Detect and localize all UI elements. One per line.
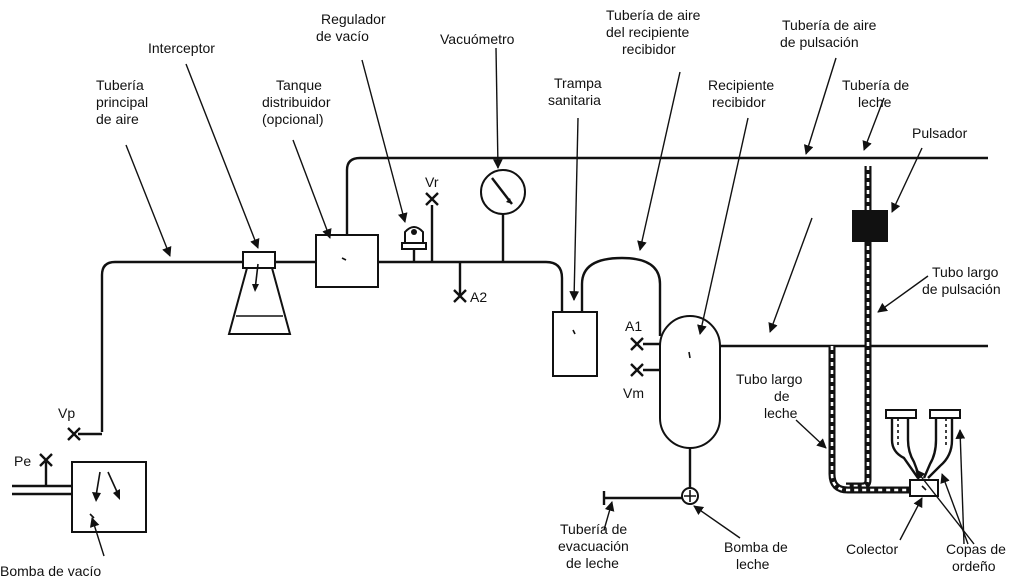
label-aire-recipiente: Tubería de aire del recipiente recibidor — [606, 7, 704, 57]
milk-pump — [681, 487, 699, 505]
svg-text:Vp: Vp — [58, 405, 75, 421]
vp-valve: Vp — [58, 405, 81, 441]
interceptor — [227, 251, 292, 335]
svg-text:A1: A1 — [625, 318, 642, 334]
label-pulsador: Pulsador — [912, 125, 968, 141]
svg-text:Vr: Vr — [425, 174, 439, 190]
sanitary-trap — [552, 311, 598, 377]
label-copas: Copas de ordeño — [946, 541, 1010, 574]
vacuum-gauge — [480, 169, 526, 215]
collector-marker — [921, 485, 927, 491]
pulsator — [852, 210, 888, 242]
leader-lines — [89, 47, 975, 557]
teat-cups — [885, 409, 961, 479]
pump-inlet-lines — [12, 484, 72, 496]
sanitary-trap-marker — [572, 329, 576, 335]
label-bomba-leche: Bomba de leche — [724, 539, 792, 572]
label-tubo-pulsacion: Tubo largo de pulsación — [922, 264, 1002, 297]
label-evacuacion: Tubería de evacuación de leche — [558, 521, 633, 571]
tank-to-sanitary-trap-pipe — [378, 260, 564, 312]
main-air-pipe — [100, 260, 247, 432]
a1-valve: A1 — [625, 318, 660, 351]
label-interceptor: Interceptor — [148, 40, 215, 56]
label-regulador: Regulador de vacío — [316, 11, 390, 44]
label-tanque: Tanque distribuidor (opcional) — [262, 77, 334, 127]
label-colector: Colector — [846, 541, 898, 557]
label-tubo-leche: Tubo largo de leche — [736, 371, 806, 421]
svg-text:Vm: Vm — [623, 385, 644, 401]
tank-marker — [341, 257, 347, 261]
a2-valve: A2 — [453, 289, 487, 305]
label-recipiente: Recipiente recibidor — [708, 77, 778, 110]
pe-valve: Pe — [14, 453, 53, 469]
distribution-tank — [315, 234, 379, 288]
svg-text:A2: A2 — [470, 289, 487, 305]
svg-text:Pe: Pe — [14, 453, 31, 469]
pulsation-air-pipe — [345, 156, 988, 235]
label-tuberia-leche: Tubería de leche — [842, 77, 913, 110]
label-vacuometro: Vacuómetro — [440, 31, 515, 47]
label-aire-pulsacion: Tubería de aire de pulsación — [780, 17, 880, 50]
vacuum-pump — [71, 461, 147, 533]
label-bomba-vacio: Bomba de vacío — [0, 563, 101, 579]
label-trampa: Trampa sanitaria — [548, 75, 606, 108]
vr-valve: Vr — [425, 174, 439, 206]
receiver-air-pipe — [580, 256, 662, 336]
label-tuberia-principal: Tubería principal de aire — [96, 77, 152, 127]
receiver-marker — [688, 351, 691, 359]
receiver-vessel — [659, 315, 721, 449]
long-milk-tube — [828, 346, 910, 494]
vacuum-regulator — [401, 226, 427, 250]
long-pulsation-tube — [846, 166, 872, 490]
vm-valve: Vm — [623, 363, 660, 401]
